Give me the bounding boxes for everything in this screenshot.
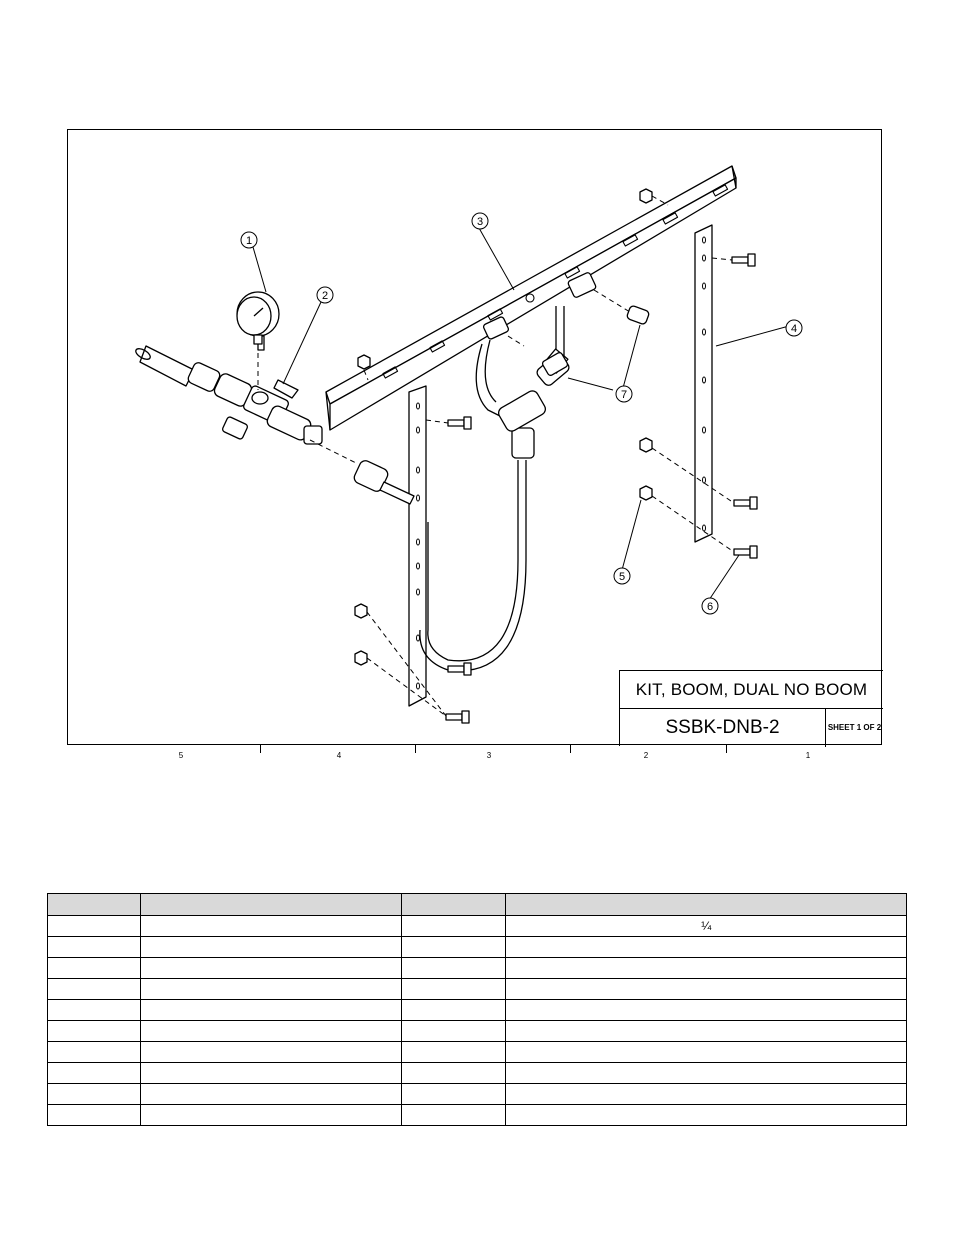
zone-label: 5 [178,751,184,760]
sheet-number: SHEET 1 OF 2 [827,723,882,732]
table-cell [139,999,402,1021]
table-cell [400,978,507,1000]
table-row [47,978,907,1000]
table-row [47,1041,907,1063]
zone-tick [726,745,727,753]
table-cell [505,1020,907,1042]
svg-text:1: 1 [246,235,252,247]
balloon-7: 7 [615,385,633,403]
table-row [47,1083,907,1105]
table-cell [505,1041,907,1063]
boom-bar [325,165,737,431]
zone-tick [415,745,416,753]
table-cell [139,1104,402,1126]
boom-fittings [482,272,650,376]
column-header [139,893,402,916]
balloon-4: 4 [785,319,803,337]
svg-text:2: 2 [322,290,328,302]
table-cell [400,1104,507,1126]
table-cell [400,999,507,1021]
balloon-1: 1 [240,231,258,249]
table-cell [47,936,141,958]
table-cell [47,999,141,1021]
table-cell [400,915,507,937]
table-cell [139,1083,402,1105]
balloon-6: 6 [701,597,719,615]
table-cell [400,936,507,958]
table-cell [400,1083,507,1105]
balloon-3: 3 [471,212,489,230]
zone-label: 1 [805,751,811,760]
table-header-row [47,893,907,916]
table-row [47,1104,907,1126]
table-cell [400,1062,507,1084]
title-block: KIT, BOOM, DUAL NO BOOM SSBK-DNB-2 SHEET… [619,670,883,747]
table-cell [47,1041,141,1063]
table-row: ¼ [47,915,907,937]
table-cell [47,1062,141,1084]
balloons: 1 2 3 4 5 6 7 [240,212,803,615]
table-row [47,1062,907,1084]
table-cell [139,1062,402,1084]
svg-text:6: 6 [707,601,713,613]
svg-text:3: 3 [477,216,483,228]
svg-text:5: 5 [619,571,625,583]
drawing-frame: 1 2 3 4 5 6 7 KIT, BOOM, DUAL NO BOOM SS… [67,129,883,747]
table-cell [505,936,907,958]
table-cell [505,957,907,979]
nuts [354,188,653,666]
swivel-fitting [353,460,415,505]
table-cell [505,1062,907,1084]
table-row [47,999,907,1021]
table-cell [400,1020,507,1042]
zone-tick [570,745,571,753]
column-header [505,893,907,916]
balloon-5: 5 [613,567,631,585]
svg-text:4: 4 [791,323,797,335]
bolts [445,253,758,724]
table-cell [47,1104,141,1126]
table-cell [400,957,507,979]
left-strap [408,385,427,707]
svg-text:7: 7 [621,389,627,401]
table-cell [47,1020,141,1042]
table-cell [400,1041,507,1063]
column-header [47,893,141,916]
table-row [47,957,907,979]
part-number: SSBK-DNB-2 [620,709,826,747]
column-header [400,893,507,916]
zone-label: 3 [486,751,492,760]
parts-table: ¼ [47,893,907,1126]
exploded-assembly-drawing: 1 2 3 4 5 6 7 [135,165,803,724]
table-cell [505,978,907,1000]
balloon-2: 2 [316,286,334,304]
table-cell: ¼ [505,915,907,937]
zone-label: 2 [643,751,649,760]
table-row [47,936,907,958]
table-cell [505,1104,907,1126]
table-cell [47,957,141,979]
table-cell [47,978,141,1000]
table-cell [139,1041,402,1063]
pressure-gauge [236,291,280,345]
table-cell [47,1083,141,1105]
zone-bar: 5 4 3 2 1 [67,745,882,765]
table-cell [139,915,402,937]
table-cell [47,915,141,937]
drawing-title: KIT, BOOM, DUAL NO BOOM [620,671,883,709]
table-cell [139,978,402,1000]
table-cell [505,999,907,1021]
table-cell [139,936,402,958]
valve-manifold [135,335,323,445]
table-cell [139,1020,402,1042]
right-strap [694,224,713,543]
table-cell [139,957,402,979]
table-row [47,1020,907,1042]
table-cell [505,1083,907,1105]
zone-label: 4 [336,751,342,760]
zone-tick [260,745,261,753]
